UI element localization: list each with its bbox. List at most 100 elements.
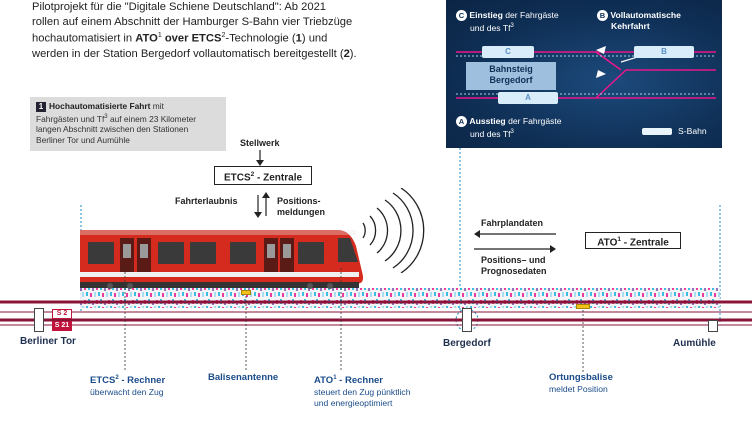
legend-swatch [642,128,672,135]
step-1-line-3: langen Abschnitt zwischen den Stationen [36,124,189,135]
s21-line-badge: S 21 [52,321,72,331]
rechner-text: - Rechner [336,375,383,387]
sbahn-train [80,230,364,289]
ato-rechner-title: ATO1 - Rechner [314,372,454,387]
over-term: over [161,32,192,45]
positions-und-label: Positions– und [481,255,546,265]
intro-line-4: werden in der Station Bergedorf vollauto… [32,47,442,62]
step-number: 1 [36,102,46,112]
etcs-text: ETCS [223,172,251,184]
fahrterlaubnis-label: Fahrterlaubnis [175,196,238,206]
radio-waves-icon [362,188,425,273]
a-title: Ausstieg [469,116,506,126]
step-title: Hochautomatisierte Fahrt [49,101,151,111]
etcs-text: ETCS [90,375,116,387]
a-line-2: und des Tf3 [456,127,562,139]
a-badge: A [456,116,467,128]
footnote-mark: 1 [617,236,621,243]
intro-line-3: hochautomatisiert in ATO1 over ETCS2-Tec… [32,29,442,46]
balisenantenne-label: Balisenantenne [208,372,279,383]
stellwerk-arrow [256,150,264,166]
ortungsbalise-label: Ortungsbalise meldet Position [549,372,649,395]
station-marker-aumuehle [708,320,718,332]
meldungen-label: meldungen [277,207,326,217]
c-badge: C [456,10,467,22]
ortungsbalise-desc: meldet Position [549,384,608,394]
balisenantenne-marker [241,290,251,295]
b-title-2: Kehrfahrt [611,21,650,32]
footnote-mark: 3 [510,23,514,30]
ortungsbalise-marker [576,304,590,309]
station-name-berliner-tor: Berliner Tor [20,336,76,347]
intro-text-fragment: ) und [301,32,328,45]
station-name-aumuehle: Aumühle [673,338,716,349]
ato-term: ATO [135,32,158,45]
a-text: und des Tf [470,129,511,140]
rechner-text: - Rechner [118,375,166,387]
stellwerk-label: Stellwerk [240,138,280,148]
c-text: der Fahrgäste [502,10,559,20]
intro-text-fragment: -Technologie ( [225,32,296,45]
step-text: mit [150,101,164,111]
positions-label: Positions- [277,196,321,206]
zentrale-text: - Zentrale [621,237,669,249]
prognosedaten-label: Prognosedaten [481,266,547,276]
c-line-2: und des Tf3 [456,21,559,33]
footnote-mark: 3 [104,114,108,120]
c-title: Einstieg [469,10,503,20]
etcs-rechner-desc: überwacht den Zug [90,387,164,398]
footnote-mark: 2 [250,171,255,178]
step-text: Fahrgästen und Tf [36,113,105,124]
footnote-mark: 2 [115,375,119,381]
intro-line-1: Pilotprojekt für die "Digitale Schiene D… [32,1,327,13]
train-a: A [498,92,558,104]
intro-text: Pilotprojekt für die "Digitale Schiene D… [32,0,442,61]
ato-rechner-desc-1: steuert den Zug pünktlich [314,387,411,398]
fahrplandaten-arrow [474,230,556,238]
c-text: und des Tf [470,23,511,34]
fahrplandaten-label: Fahrplandaten [481,218,544,228]
ato-text: ATO [597,237,618,249]
footnote-mark: 2 [221,32,226,40]
intro-text-fragment: werden in der Station Bergedorf vollauto… [32,47,344,60]
intro-text-fragment: ). [349,47,357,60]
communication-arrows [254,192,270,218]
train-c: C [482,46,534,58]
etcs-term: ETCS [191,32,222,45]
legend-label: S-Bahn [678,126,707,136]
footnote-mark: 1 [157,32,162,40]
inset-c-caption: C Einstieg der Fahrgäste und des Tf3 [456,10,559,34]
platform-line-2: Bergedorf [489,75,533,85]
ato-rechner-desc-2: und energieoptimiert [314,398,393,409]
inset-a-caption: A Ausstieg der Fahrgäste und des Tf3 [456,116,562,140]
ato-zentrale-box: ATO1 - Zentrale [585,232,681,249]
b-title: Vollautomatische [610,10,681,20]
s2-line-badge: S 2 [52,309,72,319]
ato-rechner-label: ATO1 - Rechner steuert den Zug pünktlich… [314,372,454,409]
footnote-mark: 3 [510,129,514,136]
intro-text-fragment: hochautomatisiert in [32,32,136,45]
step-1-line-4: Berliner Tor und Aumühle [36,134,130,145]
bergedorf-inset-panel: C Einstieg der Fahrgäste und des Tf3 B V… [446,0,722,148]
platform-line-1: Bahnsteig [489,64,533,74]
platform-label: Bahnsteig Bergedorf [466,64,556,86]
a-text: der Fahrgäste [505,116,562,126]
etcs-zentrale-box: ETCS2 - Zentrale [214,166,312,185]
positionsdaten-arrow [474,245,556,253]
step-text: auf einem 23 Kilometer [107,113,197,124]
station-marker-bergedorf [462,308,472,332]
etcs-rechner-label: ETCS2 - Rechner überwacht den Zug [90,372,210,398]
etcs-rechner-title: ETCS2 - Rechner [90,372,210,387]
footnote-mark: 1 [333,375,337,381]
train-b: B [634,46,694,58]
zentrale-text: - Zentrale [254,172,303,184]
station-name-bergedorf: Bergedorf [443,338,491,349]
station-marker-berliner-tor [34,308,44,332]
ref-number: 2 [343,47,350,60]
ato-text: ATO [314,375,334,387]
ortungsbalise-title: Ortungsbalise [549,372,613,383]
ref-number: 1 [295,32,302,45]
